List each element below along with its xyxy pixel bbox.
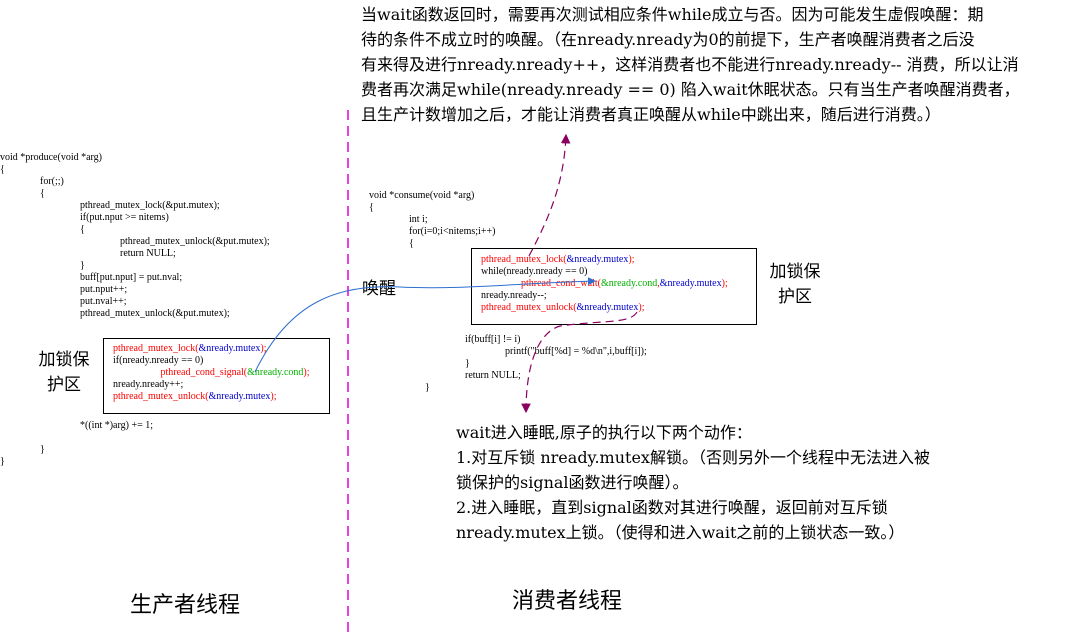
code-line: int i; <box>369 214 428 225</box>
code-line: if(buff[i] != i) <box>425 334 521 345</box>
call-end: ); <box>628 254 635 265</box>
wakeup-text: 唤醒 <box>362 279 396 299</box>
mutex-arg: &nready.mutex <box>198 343 261 354</box>
unlock-call: pthread_mutex_unlock( <box>481 302 577 313</box>
mutex-arg: &nready.mutex <box>659 278 722 289</box>
code-line: put.nval++; <box>0 296 127 307</box>
code-line: for(i=0;i<nitems;i++) <box>369 226 496 237</box>
code-line: pthread_cond_signal(&nready.cond); <box>113 367 310 379</box>
signal-call: pthread_cond_signal( <box>160 367 248 378</box>
mutex-arg: &nready.mutex <box>208 391 271 402</box>
call-end: ); <box>303 367 310 378</box>
note-line: wait进入睡眠,原子的执行以下两个动作： <box>456 423 752 442</box>
code-line: return NULL; <box>0 248 176 259</box>
code-line: { <box>0 164 5 175</box>
code-line: pthread_mutex_lock(&put.mutex); <box>0 200 220 211</box>
code-line: return NULL; <box>425 370 521 381</box>
code-line: pthread_mutex_lock(&nready.mutex); <box>481 254 728 266</box>
producer-locked-code: pthread_mutex_lock(&nready.mutex);if(nre… <box>113 343 310 403</box>
note-line: 当wait函数返回时，需要再次测试相应条件while成立与否。因为可能发生虚假唤… <box>361 5 984 24</box>
note-line: 2.进入睡眠，直到signal函数对其进行唤醒，返回前对互斥锁 <box>456 498 888 517</box>
lock-label-text: 加锁保护区 <box>769 262 821 307</box>
code-line: } <box>425 382 430 393</box>
arg-sep: , <box>657 278 660 289</box>
lock-label-text: 加锁保护区 <box>38 350 90 395</box>
cond-arg: &nready.cond <box>247 367 304 378</box>
mutex-arg: &nready.mutex <box>566 254 629 265</box>
code-line: pthread_mutex_lock(&nready.mutex); <box>113 343 310 355</box>
wait-sleep-arrow <box>521 311 638 414</box>
code-line: { <box>0 224 85 235</box>
code-line: pthread_mutex_unlock(&put.mutex); <box>0 236 270 247</box>
lock-call: pthread_mutex_lock( <box>113 343 199 354</box>
code-line: void *consume(void *arg) <box>369 190 475 201</box>
consumer-tail-code: if(buff[i] != i) printf("buff[%d] = %d\n… <box>425 322 647 394</box>
call-end: ); <box>270 391 277 402</box>
code-line: { <box>369 202 374 213</box>
code-line: void *produce(void *arg) <box>0 152 103 163</box>
note-line: 待的条件不成立时的唤醒。（在nready.nready为0的前提下，生产者唤醒消… <box>361 30 975 49</box>
code-line: buff[put.nput] = put.nval; <box>0 272 183 283</box>
code-line: if(nready.nready == 0) <box>113 355 204 366</box>
spurious-wakeup-note: 当wait函数返回时，需要再次测试相应条件while成立与否。因为可能发生虚假唤… <box>361 2 1020 127</box>
wait-call: pthread_cond_wait( <box>521 278 601 289</box>
note-line: 且生产计数增加之后，才能让消费者真正唤醒从while中跳出来，随后进行消费。） <box>361 105 941 124</box>
code-line: pthread_mutex_unlock(&nready.mutex); <box>481 302 728 314</box>
code-line: while(nready.nready == 0) <box>481 266 588 277</box>
code-line: *((int *)arg) += 1; <box>0 420 154 431</box>
unlock-call: pthread_mutex_unlock( <box>113 391 209 402</box>
call-end: ); <box>260 343 267 354</box>
code-line: } <box>425 358 470 369</box>
call-end: ); <box>721 278 728 289</box>
producer-lock-label: 加锁保护区 <box>36 348 92 398</box>
code-line: nready.nready++; <box>113 379 184 390</box>
code-line: { <box>0 188 45 199</box>
producer-tail-code: *((int *)arg) += 1; }} <box>0 420 153 468</box>
code-line: put.nput++; <box>0 284 128 295</box>
producer-thread-title: 生产者线程 <box>130 593 241 618</box>
code-line: } <box>0 456 5 467</box>
note-line: 1.对互斥锁 nready.mutex解锁。（否则另外一个线程中无法进入被 <box>456 448 930 467</box>
wakeup-label: 唤醒 <box>362 277 396 302</box>
consumer-locked-code: pthread_mutex_lock(&nready.mutex);while(… <box>481 254 728 314</box>
code-line: } <box>0 260 85 271</box>
note-line: 有来得及进行nready.nready++，这样消费者也不能进行nready.n… <box>361 55 1019 74</box>
code-line: nready.nready--; <box>481 290 547 301</box>
cond-arg: &nready.cond <box>600 278 658 289</box>
code-line: { <box>369 238 414 249</box>
code-line: pthread_mutex_unlock(&nready.mutex); <box>113 391 310 403</box>
code-line: printf("buff[%d] = %d\n",i,buff[i]); <box>425 346 647 357</box>
producer-code: void *produce(void *arg){ for(;;) { pthr… <box>0 152 270 320</box>
consumer-lock-label: 加锁保护区 <box>766 260 824 310</box>
call-end: ); <box>638 302 645 313</box>
code-line: for(;;) <box>0 176 64 187</box>
lock-call: pthread_mutex_lock( <box>481 254 567 265</box>
spurious-recheck-arrow <box>528 133 571 257</box>
code-line: if(put.nput >= nitems) <box>0 212 169 223</box>
code-line: pthread_mutex_unlock(&put.mutex); <box>0 308 230 319</box>
signal-wakeup-arrow <box>254 277 596 373</box>
note-line: 费者再次满足while(nready.nready == 0) 陷入wait休眠… <box>361 80 1020 99</box>
code-line: pthread_cond_wait(&nready.cond,&nready.m… <box>481 278 728 290</box>
note-line: 锁保护的signal函数进行唤醒）。 <box>456 473 689 492</box>
note-line: nready.mutex上锁。（使得和进入wait之前的上锁状态一致。） <box>456 523 905 542</box>
wait-note: wait进入睡眠,原子的执行以下两个动作： 1.对互斥锁 nready.mute… <box>456 420 930 545</box>
mutex-arg: &nready.mutex <box>576 302 639 313</box>
consumer-code: void *consume(void *arg){ int i; for(i=0… <box>369 190 495 250</box>
producer-lock-box <box>103 338 330 414</box>
consumer-thread-title: 消费者线程 <box>512 589 623 614</box>
code-line: } <box>0 444 45 455</box>
